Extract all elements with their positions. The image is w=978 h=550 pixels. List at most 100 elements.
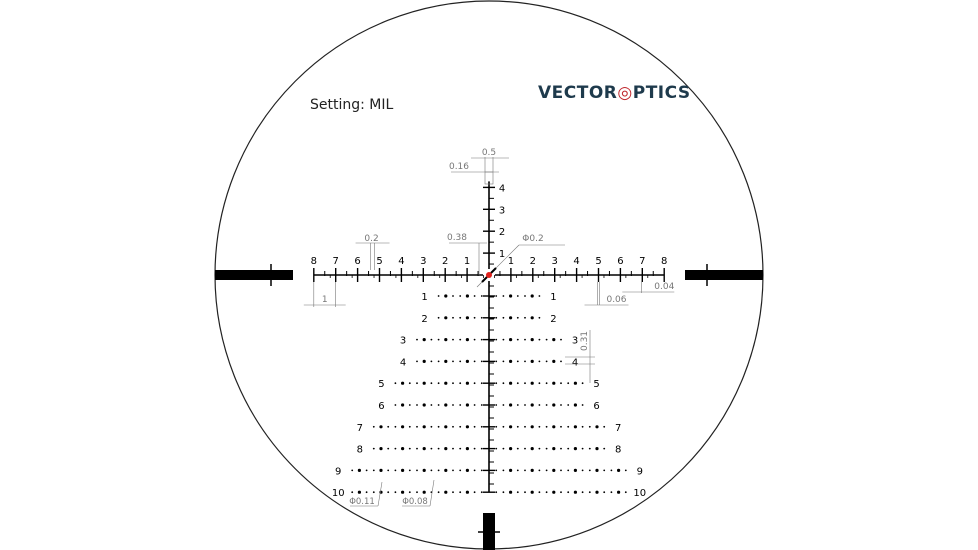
bdc-dot xyxy=(573,490,578,494)
bdc-dot xyxy=(408,425,411,428)
bdc-dot xyxy=(595,425,599,429)
bdc-label-right: 3 xyxy=(572,336,578,347)
bdc-dot xyxy=(459,360,462,363)
bdc-dot xyxy=(560,382,562,385)
bdc-dot xyxy=(452,404,454,406)
bdc-dot xyxy=(617,490,621,494)
bdc-dot xyxy=(459,382,462,385)
vertical-label: 4 xyxy=(499,183,505,194)
bdc-dot xyxy=(603,447,606,450)
right-thick-post xyxy=(685,270,763,280)
bdc-dot xyxy=(437,404,440,406)
bdc-dot xyxy=(459,425,462,428)
bdc-label-right: 7 xyxy=(615,423,621,434)
horizontal-label-left: 3 xyxy=(420,256,426,267)
bdc-dot xyxy=(459,447,462,450)
bdc-dot xyxy=(416,425,418,428)
bdc-dot xyxy=(588,447,591,450)
bdc-dot xyxy=(581,404,584,406)
bdc-dot xyxy=(588,469,591,472)
bdc-dot xyxy=(465,294,469,298)
bdc-dot xyxy=(465,338,469,342)
vertical-label: 1 xyxy=(499,249,505,260)
bdc-dot xyxy=(444,468,448,472)
bdc-dot xyxy=(473,382,476,385)
bdc-dot xyxy=(480,404,483,406)
annotation-small-dot: Φ0.08 xyxy=(402,497,428,507)
bdc-dot xyxy=(581,491,584,494)
bdc-dot xyxy=(545,360,548,363)
horizontal-label-left: 2 xyxy=(442,256,448,267)
bdc-dot xyxy=(459,491,462,494)
center-arrow-lower xyxy=(481,276,488,283)
bdc-dot xyxy=(430,338,433,341)
logo-dot-icon: ◎ xyxy=(617,83,633,103)
bdc-dot xyxy=(516,382,519,385)
bdc-dot xyxy=(422,447,426,451)
horizontal-label-right: 8 xyxy=(661,256,667,267)
annotation-center-dot: Φ0.2 xyxy=(522,234,543,244)
bdc-dot xyxy=(416,469,418,472)
bdc-dot xyxy=(516,295,519,297)
bdc-dot xyxy=(524,338,526,341)
bdc-dot xyxy=(465,447,469,451)
bdc-dot xyxy=(560,469,562,472)
bdc-label-left: 2 xyxy=(421,314,427,325)
bdc-dot xyxy=(603,469,606,472)
bdc-label-left: 8 xyxy=(357,445,363,456)
annotation-line-width-small: 0.04 xyxy=(654,282,674,292)
bdc-dot xyxy=(567,425,570,428)
bdc-dot xyxy=(524,382,526,385)
bdc-dot xyxy=(351,469,354,472)
bdc-dot xyxy=(480,338,483,341)
bdc-dot xyxy=(459,316,462,319)
bdc-dot xyxy=(567,404,570,406)
bdc-dot xyxy=(480,382,483,385)
bdc-dot xyxy=(444,447,448,451)
bdc-dot xyxy=(437,360,440,363)
bdc-dot xyxy=(459,404,462,406)
bdc-dot xyxy=(437,491,440,494)
bdc-dot xyxy=(473,316,476,319)
bdc-dot xyxy=(452,316,454,319)
center-red-dot xyxy=(486,272,492,278)
bdc-dot xyxy=(416,338,418,341)
bdc-dot xyxy=(444,338,448,342)
bdc-dot xyxy=(552,447,556,451)
annotation-half-mil: 0.2 xyxy=(364,234,378,244)
bdc-dot xyxy=(465,359,469,363)
bdc-dot xyxy=(422,425,426,429)
bdc-dot xyxy=(495,491,498,494)
bdc-label-left: 5 xyxy=(378,379,384,390)
bdc-dot xyxy=(524,425,526,428)
bdc-dot xyxy=(524,447,526,450)
bdc-dot xyxy=(422,338,426,342)
horizontal-label-right: 1 xyxy=(508,256,514,267)
horizontal-label-right: 4 xyxy=(573,256,579,267)
bdc-dot xyxy=(394,382,397,385)
bdc-dot xyxy=(502,404,505,406)
bdc-dot xyxy=(408,404,411,406)
bdc-dot xyxy=(495,425,498,428)
bdc-dot xyxy=(372,491,375,494)
bdc-dot xyxy=(595,490,599,494)
bdc-dot xyxy=(545,425,548,428)
bdc-dot xyxy=(552,468,556,472)
bdc-dot xyxy=(545,469,548,472)
bdc-dot xyxy=(509,468,513,472)
vector-optics-logo: VECTOR◎PTICS xyxy=(538,83,691,103)
bdc-dot xyxy=(452,491,454,494)
bdc-dot xyxy=(524,295,526,297)
bdc-dot xyxy=(452,382,454,385)
bdc-dot xyxy=(444,359,448,363)
bdc-dot xyxy=(545,404,548,406)
bdc-dot xyxy=(530,468,534,472)
bdc-dot xyxy=(401,425,405,429)
horizontal-label-left: 7 xyxy=(333,256,339,267)
bdc-dot xyxy=(530,403,534,407)
bdc-dot xyxy=(552,359,556,363)
bdc-dot xyxy=(502,360,505,363)
bdc-dot xyxy=(465,468,469,472)
bdc-dot xyxy=(465,490,469,494)
bdc-dot xyxy=(524,360,526,363)
